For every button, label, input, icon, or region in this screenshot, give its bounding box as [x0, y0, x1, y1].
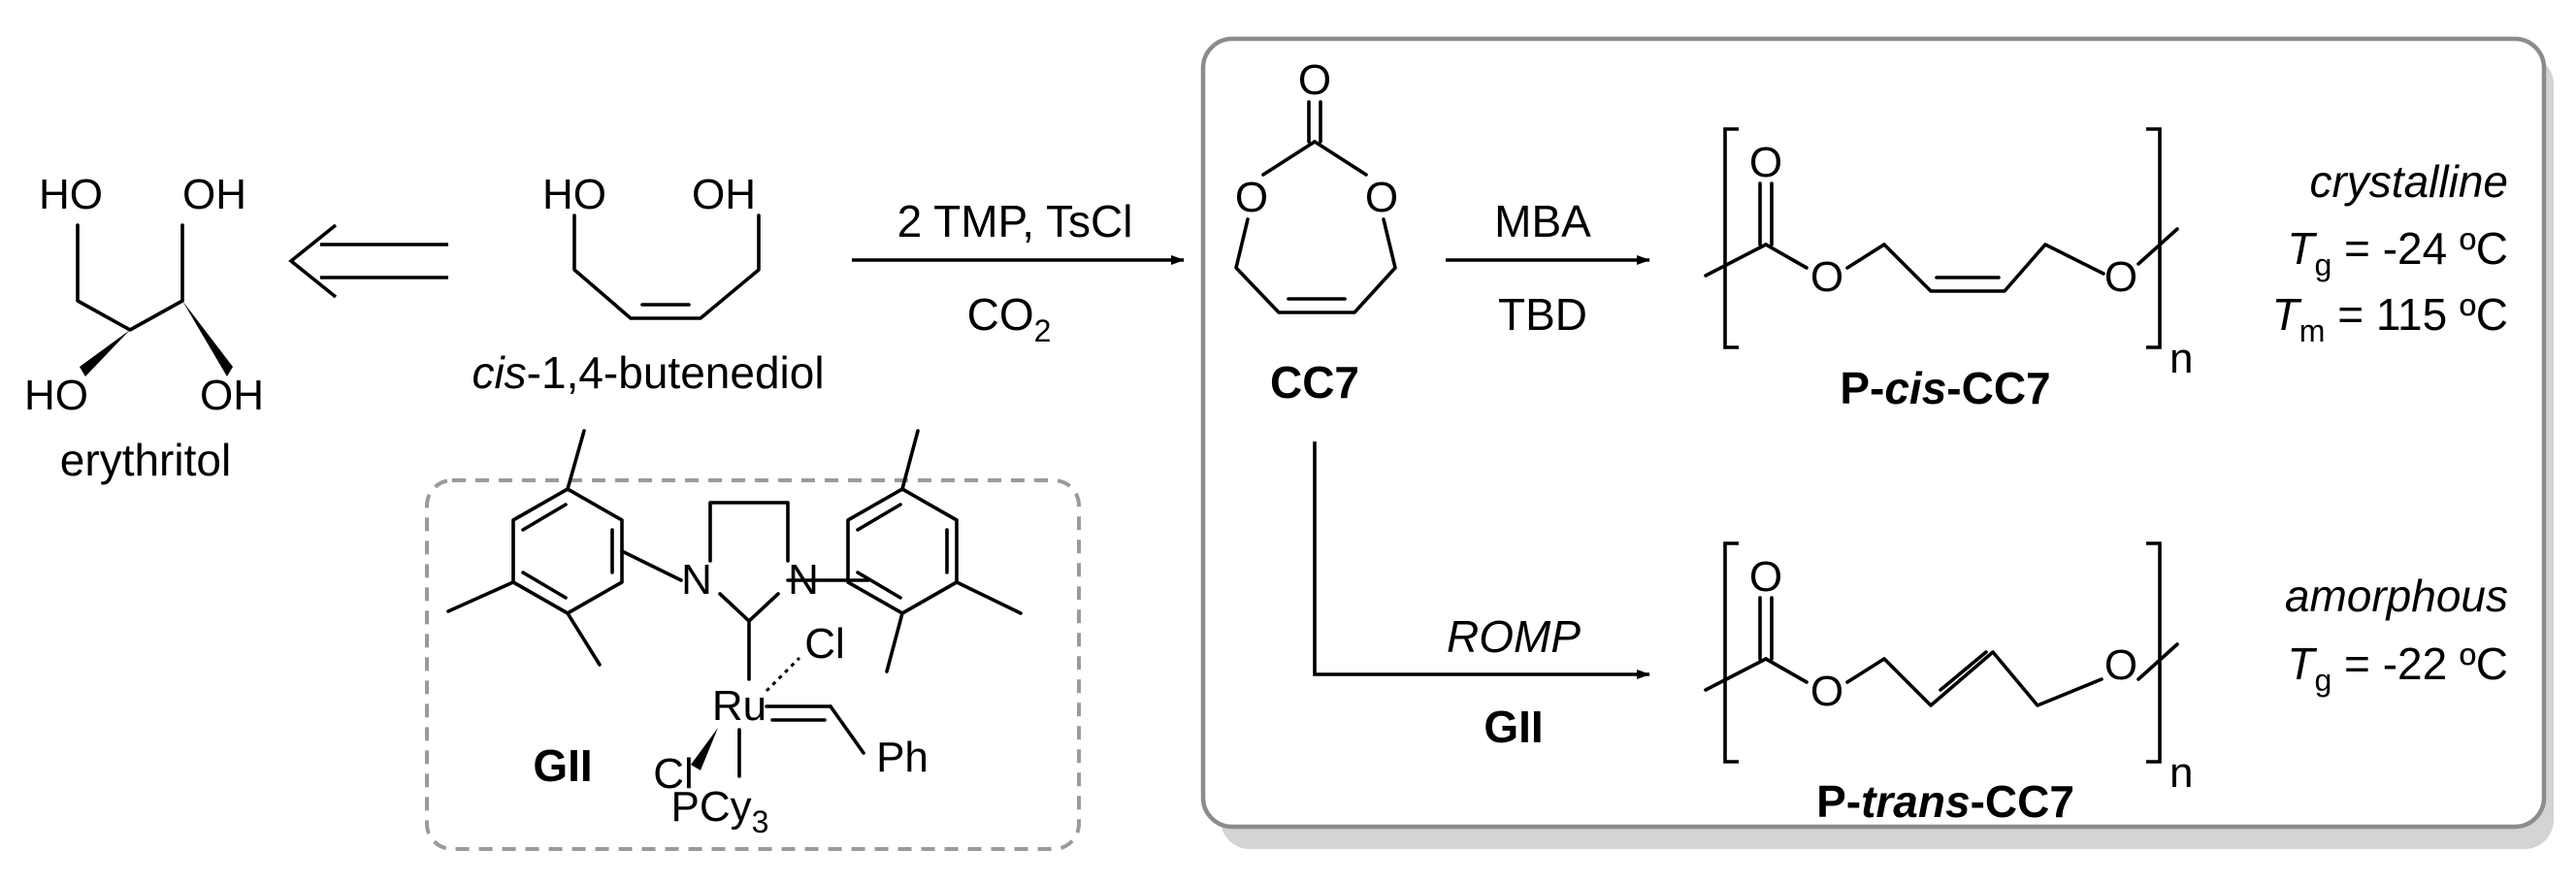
catalyst-cl-2: Cl	[653, 750, 694, 798]
cc7-structure: O O O CC7	[1234, 56, 1398, 408]
catalyst-label: GII	[533, 740, 592, 791]
erythritol-label: erythritol	[60, 435, 231, 485]
butenediol-structure: HO OH cis-1,4-butenediol	[472, 171, 824, 398]
cc7-o-carbonyl: O	[1298, 56, 1331, 104]
erythritol-oh-4: OH	[200, 372, 264, 419]
butenediol-oh-1: HO	[542, 171, 606, 218]
erythritol-oh-3: HO	[24, 372, 88, 419]
p-trans-repeat-n: n	[2169, 749, 2193, 797]
p-cis-o-end: O	[2104, 253, 2137, 301]
step1-reagent-bottom: CO2	[967, 289, 1052, 348]
cis-route-arrow: MBA TBD	[1446, 196, 1650, 340]
highlight-box	[1200, 36, 2547, 830]
catalyst-cl-1: Cl	[804, 620, 845, 668]
p-trans-o-end: O	[2104, 641, 2137, 689]
p-cis-repeat-n: n	[2169, 335, 2193, 382]
p-cis-o-carbonyl: O	[1749, 139, 1782, 186]
cc7-label: CC7	[1270, 357, 1359, 408]
trans-route-arrow: ROMP GII	[1313, 442, 1650, 752]
step1-reagent-top: 2 TMP, TsCl	[897, 196, 1133, 246]
cc7-o-left: O	[1235, 174, 1268, 221]
catalyst-pcy3: PCy3	[671, 783, 769, 839]
cc7-o-right: O	[1365, 174, 1398, 221]
trans-morphology: amorphous	[2285, 571, 2508, 621]
p-trans-o-ester: O	[1810, 668, 1843, 715]
butenediol-oh-2: OH	[692, 171, 756, 218]
retrosynthesis-arrow	[288, 223, 448, 299]
cis-reagent-top: MBA	[1494, 196, 1591, 246]
catalyst-n-1: N	[681, 556, 712, 604]
p-trans-cc7-structure: O O O n P-trans-CC7	[1704, 541, 2193, 827]
p-trans-o-carbonyl: O	[1749, 553, 1782, 601]
p-cis-cc7-label: P-cis-CC7	[1840, 363, 2050, 413]
p-cis-o-ester: O	[1810, 253, 1843, 301]
grubbs-catalyst: GII N N Ru Cl Cl Ph PC	[425, 429, 1081, 851]
trans-reagent-top: ROMP	[1447, 611, 1581, 662]
step1-arrow: 2 TMP, TsCl CO2	[852, 196, 1185, 348]
cis-reagent-bottom: TBD	[1498, 289, 1587, 340]
trans-tg: Tg = -22 ºC	[2287, 638, 2508, 698]
erythritol-oh-2: OH	[182, 171, 246, 218]
erythritol-oh-1: HO	[39, 171, 103, 218]
p-cis-cc7-structure: O O O n P-cis-CC7	[1704, 127, 2193, 413]
trans-reagent-bottom: GII	[1484, 702, 1543, 752]
p-trans-cc7-label: P-trans-CC7	[1816, 776, 2074, 827]
catalyst-ru: Ru	[712, 682, 766, 730]
catalyst-ph: Ph	[876, 734, 929, 781]
erythritol-structure: HO OH HO OH erythritol	[24, 171, 264, 485]
catalyst-n-2: N	[788, 556, 819, 604]
cis-morphology: crystalline	[2309, 156, 2508, 207]
cis-properties: crystalline Tg = -24 ºC Tm = 115 ºC	[2272, 156, 2508, 348]
cis-tm: Tm = 115 ºC	[2272, 289, 2508, 348]
cis-tg: Tg = -24 ºC	[2287, 223, 2508, 282]
catalyst-dashed-box	[425, 478, 1081, 851]
butenediol-label: cis-1,4-butenediol	[472, 347, 824, 398]
trans-properties: amorphous Tg = -22 ºC	[2285, 571, 2508, 698]
